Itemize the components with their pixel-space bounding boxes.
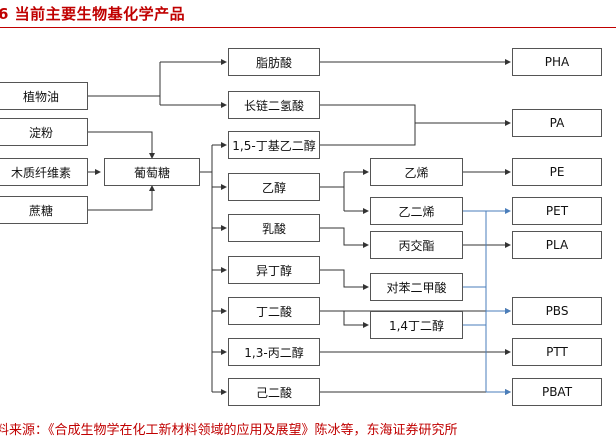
node-dingersuan: 丁二酸 <box>228 297 320 325</box>
node-dingerchun: 1,4丁二醇 <box>370 311 463 339</box>
node-label: 乙二烯 <box>398 204 435 219</box>
node-label: 乙醇 <box>261 180 286 195</box>
node-label: PBS <box>545 304 569 318</box>
node-duiben: 对苯二甲酸 <box>370 273 463 301</box>
node-label: 对苯二甲酸 <box>386 280 447 295</box>
figure-title: 6 当前主要生物基化学产品 <box>0 5 186 23</box>
edge-dianfen-putaotang <box>88 131 155 159</box>
node-muzhi: 木质纤维素 <box>0 158 88 186</box>
edge-dingersuan-dingerchun <box>320 310 369 328</box>
node-putaotang: 葡萄糖 <box>104 158 200 186</box>
node-label: 1,4丁二醇 <box>388 318 445 333</box>
node-label: 淀粉 <box>28 125 53 140</box>
node-pbat: PBAT <box>512 378 602 406</box>
node-label: 乙烯 <box>404 165 429 180</box>
node-label: PTT <box>546 345 568 359</box>
node-label: 丁二酸 <box>255 304 292 319</box>
node-label: 脂肪酸 <box>255 55 292 70</box>
node-yierxi: 乙二烯 <box>370 197 463 225</box>
node-yichun: 乙醇 <box>228 173 320 201</box>
node-label: 蔗糖 <box>28 203 53 218</box>
node-yixi: 乙烯 <box>370 158 463 186</box>
node-pe: PE <box>512 158 602 186</box>
node-label: PLA <box>545 238 569 252</box>
node-changlian: 长链二氢酸 <box>228 91 320 119</box>
node-bingjiaozhi: 丙交酯 <box>370 231 463 259</box>
node-pet: PET <box>512 197 602 225</box>
source-note: 料来源：《合成生物学在化工新材料领域的应用及展望》陈冰等，东海证券研究所 <box>0 423 458 438</box>
node-ptt: PTT <box>512 338 602 366</box>
edge-changlian-pa <box>320 104 416 123</box>
node-label: 1,3-丙二醇 <box>244 345 304 360</box>
node-label: 植物油 <box>22 89 59 104</box>
node-label: 丙交酯 <box>398 238 435 253</box>
edge-butyl-pa <box>320 123 416 146</box>
edge-rusuan-bingjiaozhi <box>320 227 369 248</box>
node-label: PHA <box>544 55 570 69</box>
node-label: PE <box>549 165 565 179</box>
edge-yidingchun-duiben <box>320 269 369 290</box>
node-zhifangsuan: 脂肪酸 <box>228 48 320 76</box>
node-pha: PHA <box>512 48 602 76</box>
node-pa: PA <box>512 109 602 137</box>
node-pbs: PBS <box>512 297 602 325</box>
node-label: 乳酸 <box>261 221 286 236</box>
node-label: 木质纤维素 <box>10 165 71 180</box>
node-label: PBAT <box>541 385 573 399</box>
node-label: 长链二氢酸 <box>243 98 304 113</box>
edge-zhetang-putaotang <box>88 185 155 211</box>
node-label: 己二酸 <box>255 385 292 400</box>
title-divider <box>0 27 616 28</box>
node-rusuan: 乳酸 <box>228 214 320 242</box>
node-dianfen: 淀粉 <box>0 118 88 146</box>
node-jiersuan: 己二酸 <box>228 378 320 406</box>
node-zhetang: 蔗糖 <box>0 196 88 224</box>
node-label: PA <box>549 116 565 130</box>
node-label: 异丁醇 <box>255 263 292 278</box>
node-yidingchun: 异丁醇 <box>228 256 320 284</box>
node-label: PET <box>545 204 569 218</box>
node-butyl: 1,5-丁基乙二醇 <box>228 131 320 159</box>
node-label: 葡萄糖 <box>133 165 170 180</box>
node-pla: PLA <box>512 231 602 259</box>
node-bingerchun: 1,3-丙二醇 <box>228 338 320 366</box>
node-label: 1,5-丁基乙二醇 <box>232 138 316 153</box>
node-zhiwuyou: 植物油 <box>0 82 88 110</box>
